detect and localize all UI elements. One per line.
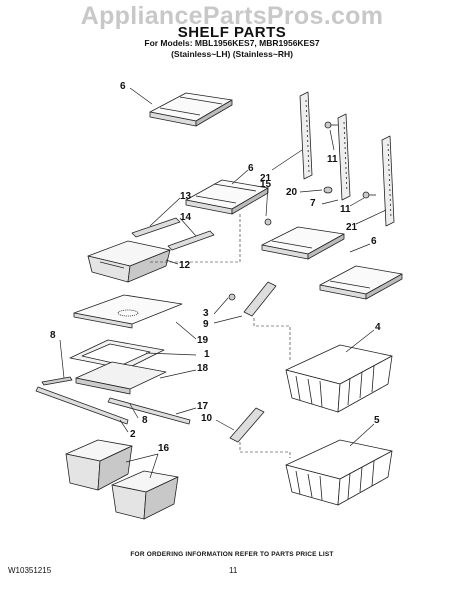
basket-support-9 [243,281,277,317]
drawer-16-right [111,470,179,520]
drawer-16-left [65,439,133,491]
callout-16: 16 [158,443,170,454]
callout-21-left: 21 [260,173,272,184]
callout-20: 20 [286,187,298,198]
shelf-rail-right [381,135,395,227]
shelf-glass-middle [185,179,269,215]
callout-9: 9 [203,319,209,330]
document-number: W10351215 [8,566,52,575]
callout-14: 14 [180,212,192,223]
basket-5 [285,439,393,506]
callout-21-right: 21 [346,222,358,233]
shelf-glass-top [149,92,233,127]
callout-2: 2 [130,429,136,440]
callout-11-lower: 11 [340,204,351,215]
callout-6-right: 6 [371,236,377,247]
pin-3 [228,293,236,301]
drawer-12 [87,240,171,283]
callout-7: 7 [310,198,316,209]
screw-15 [264,218,272,226]
callout-8-lower: 8 [142,415,148,426]
crisper-cover-19 [73,294,183,329]
callout-15: 15 [260,179,272,190]
callout-8-upper: 8 [50,330,56,341]
basket-support-10 [229,407,265,443]
screw-11-upper [324,121,338,129]
page-title: SHELF PARTS [177,24,287,41]
screw-11-lower [362,191,376,199]
shelf-rail-center [337,113,351,201]
crisper-frame-1 [69,339,165,370]
shelf-glass-right-lower [319,265,403,300]
callout-11-upper: 11 [327,154,338,165]
basket-4 [285,344,393,413]
leader-lines [59,87,387,479]
slide-rail-2 [35,386,129,425]
page-number: 11 [229,566,238,575]
watermark: AppliancePartsPros.com [80,2,384,30]
rail-14 [167,230,215,251]
callout-1: 1 [204,349,210,360]
crisper-frame-18 [75,361,167,395]
dashed-guides [150,214,291,458]
callout-19: 19 [197,335,209,346]
variants-line: (Stainless~LH) (Stainless~RH) [171,49,293,59]
callout-10: 10 [201,413,213,424]
callout-17: 17 [197,401,209,412]
callout-4: 4 [375,322,381,333]
shelf-glass-right-upper [261,226,345,260]
rail-13 [131,217,181,238]
callout-12: 12 [179,260,191,271]
ordering-note: FOR ORDERING INFORMATION REFER TO PARTS … [130,551,334,558]
callout-6-top: 6 [120,81,126,92]
callout-18: 18 [197,363,209,374]
callout-13: 13 [180,191,192,202]
clip-20 [323,186,333,194]
shelf-rail-left [299,91,313,180]
slide-rail-17 [107,397,191,425]
callout-3: 3 [203,308,209,319]
callout-6-middle: 6 [248,163,254,174]
slide-rail-8 [41,376,73,386]
callout-5: 5 [374,415,380,426]
models-line: For Models: MBL1956KES7, MBR1956KES7 [144,38,320,48]
